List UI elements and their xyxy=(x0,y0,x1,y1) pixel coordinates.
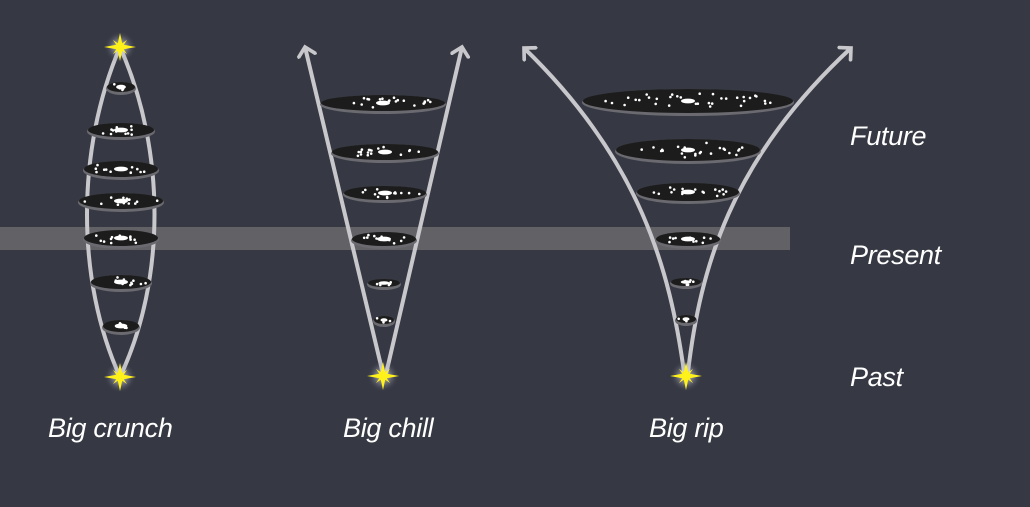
universe-disk xyxy=(83,230,159,249)
big-rip-left-path xyxy=(524,48,686,373)
universe-disk xyxy=(615,139,761,164)
big-crunch-universe-disks xyxy=(78,82,164,335)
big-rip-label: Big rip xyxy=(649,413,724,443)
universe-disk xyxy=(655,232,721,249)
big-chill-label: Big chill xyxy=(343,413,434,443)
universe-disk xyxy=(373,316,395,327)
big-chill-diagram xyxy=(305,47,462,392)
big-crunch-diagram xyxy=(78,31,164,393)
big-chill-left-path xyxy=(305,47,385,375)
universe-disk xyxy=(90,275,152,292)
present-label: Present xyxy=(850,240,941,270)
universe-disk xyxy=(351,232,417,249)
universe-disk xyxy=(675,315,697,326)
big-chill-right-path xyxy=(384,47,462,375)
universe-disk xyxy=(78,193,164,212)
universe-disk xyxy=(106,82,136,95)
big-bang-star-icon xyxy=(367,360,399,392)
future-label: Future xyxy=(850,121,927,151)
universe-disk xyxy=(670,278,702,289)
universe-disk xyxy=(320,95,446,114)
universe-disk xyxy=(367,279,401,290)
big-rip-right-path xyxy=(686,48,851,373)
big-chill-universe-disks xyxy=(320,95,446,327)
universe-disk xyxy=(102,320,140,335)
universe-disk xyxy=(582,89,794,116)
past-label: Past xyxy=(850,362,903,392)
big-bang-star-icon xyxy=(104,361,136,393)
big-crunch-left-path xyxy=(85,46,122,378)
big-rip-diagram xyxy=(524,48,851,392)
universe-disk xyxy=(83,161,159,180)
universe-disk xyxy=(87,123,155,140)
big-crunch-label: Big crunch xyxy=(48,413,173,443)
big-rip-universe-disks xyxy=(582,89,794,326)
universe-disk xyxy=(343,186,427,203)
universe-disk xyxy=(636,183,740,204)
big-crunch-star-icon xyxy=(104,31,136,63)
universe-disk xyxy=(331,144,439,163)
big-bang-star-icon xyxy=(670,360,702,392)
